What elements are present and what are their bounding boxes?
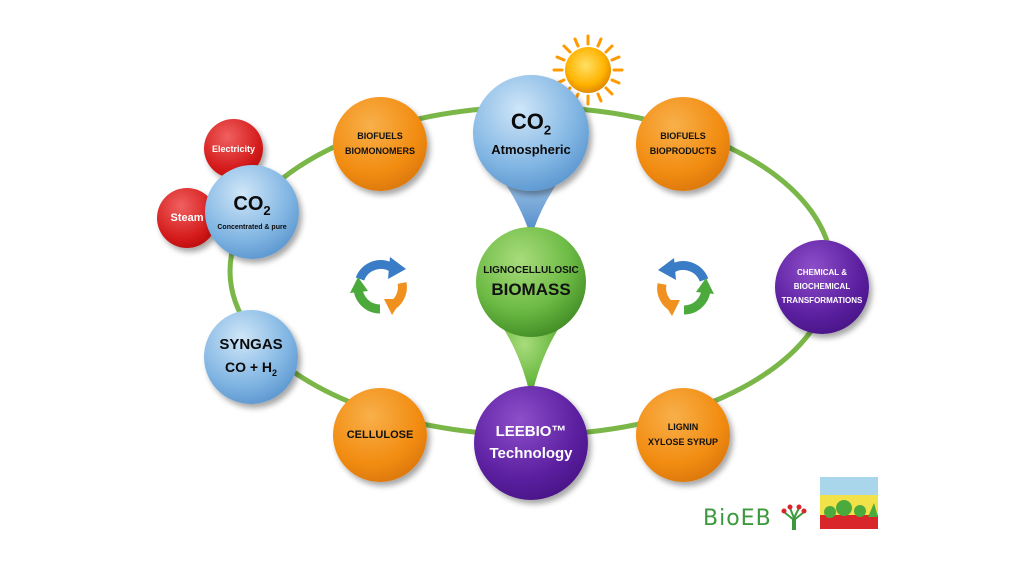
biofuels-biomonomers-line1: BIOFUELS — [357, 131, 403, 141]
leebio-line2: Technology — [489, 445, 573, 462]
biomass-drop-tail — [498, 320, 564, 400]
biomass-circle — [476, 227, 586, 337]
co2-concentrated-formula: CO2 — [233, 193, 271, 218]
lignin-xylose-node: LIGNIN XYLOSE SYRUP — [636, 388, 730, 482]
cycle-arrows-left-icon — [350, 257, 407, 315]
biofuels-biomonomers-line2: BIOMONOMERS — [344, 146, 415, 156]
biomass-label-line2: BIOMASS — [491, 280, 571, 299]
lignin-xylose-line2: XYLOSE SYRUP — [647, 437, 719, 447]
cycle-arrows-right-icon — [657, 258, 714, 316]
biofuels-bioproducts-line1: BIOFUELS — [660, 131, 706, 141]
biofuels-biomonomers-node: BIOFUELS BIOMONOMERS — [333, 97, 427, 191]
biomass-label-line1: LIGNOCELLULOSIC — [483, 265, 579, 276]
co2-concentrated-subtitle: Concentrated & pure — [217, 224, 287, 231]
biomass-label: LIGNOCELLULOSIC BIOMASS — [471, 265, 591, 300]
electricity-label: Electricity — [211, 143, 256, 154]
bioeb-logo: BioEB — [703, 506, 772, 531]
biomass-chemistry-logo — [820, 477, 878, 529]
lignin-xylose-line1: LIGNIN — [667, 422, 699, 432]
leebio-line1: LEEBIO™ — [495, 423, 567, 440]
leebio-technology-node: LEEBIO™ Technology — [474, 386, 588, 500]
co2-atmospheric-formula: CO2 — [510, 109, 552, 138]
cellulose-node: CELLULOSE — [333, 388, 427, 482]
biofuels-bioproducts-node: BIOFUELS BIOPRODUCTS — [636, 97, 730, 191]
syngas-title: SYNGAS — [219, 336, 283, 354]
steam-label: Steam — [170, 212, 204, 224]
co2-atmospheric-node: CO2 Atmospheric — [473, 75, 589, 191]
chemical-transformations-line1: CHEMICAL & — [796, 268, 848, 277]
co2-atmospheric-subtitle: Atmospheric — [491, 141, 571, 157]
chemical-transformations-node: CHEMICAL & BIOCHEMICAL TRANSFORMATIONS — [775, 240, 869, 334]
syngas-formula: CO + H2 — [224, 359, 278, 378]
chemical-transformations-line3: TRANSFORMATIONS — [781, 296, 863, 305]
bioeb-plant-icon — [781, 504, 807, 530]
chemical-transformations-line2: BIOCHEMICAL — [793, 282, 851, 291]
cellulose-label: CELLULOSE — [346, 429, 414, 441]
biofuels-bioproducts-line2: BIOPRODUCTS — [649, 146, 717, 156]
co2-concentrated-node: CO2 Concentrated & pure — [205, 165, 299, 259]
syngas-node: SYNGAS CO + H2 — [204, 310, 298, 404]
